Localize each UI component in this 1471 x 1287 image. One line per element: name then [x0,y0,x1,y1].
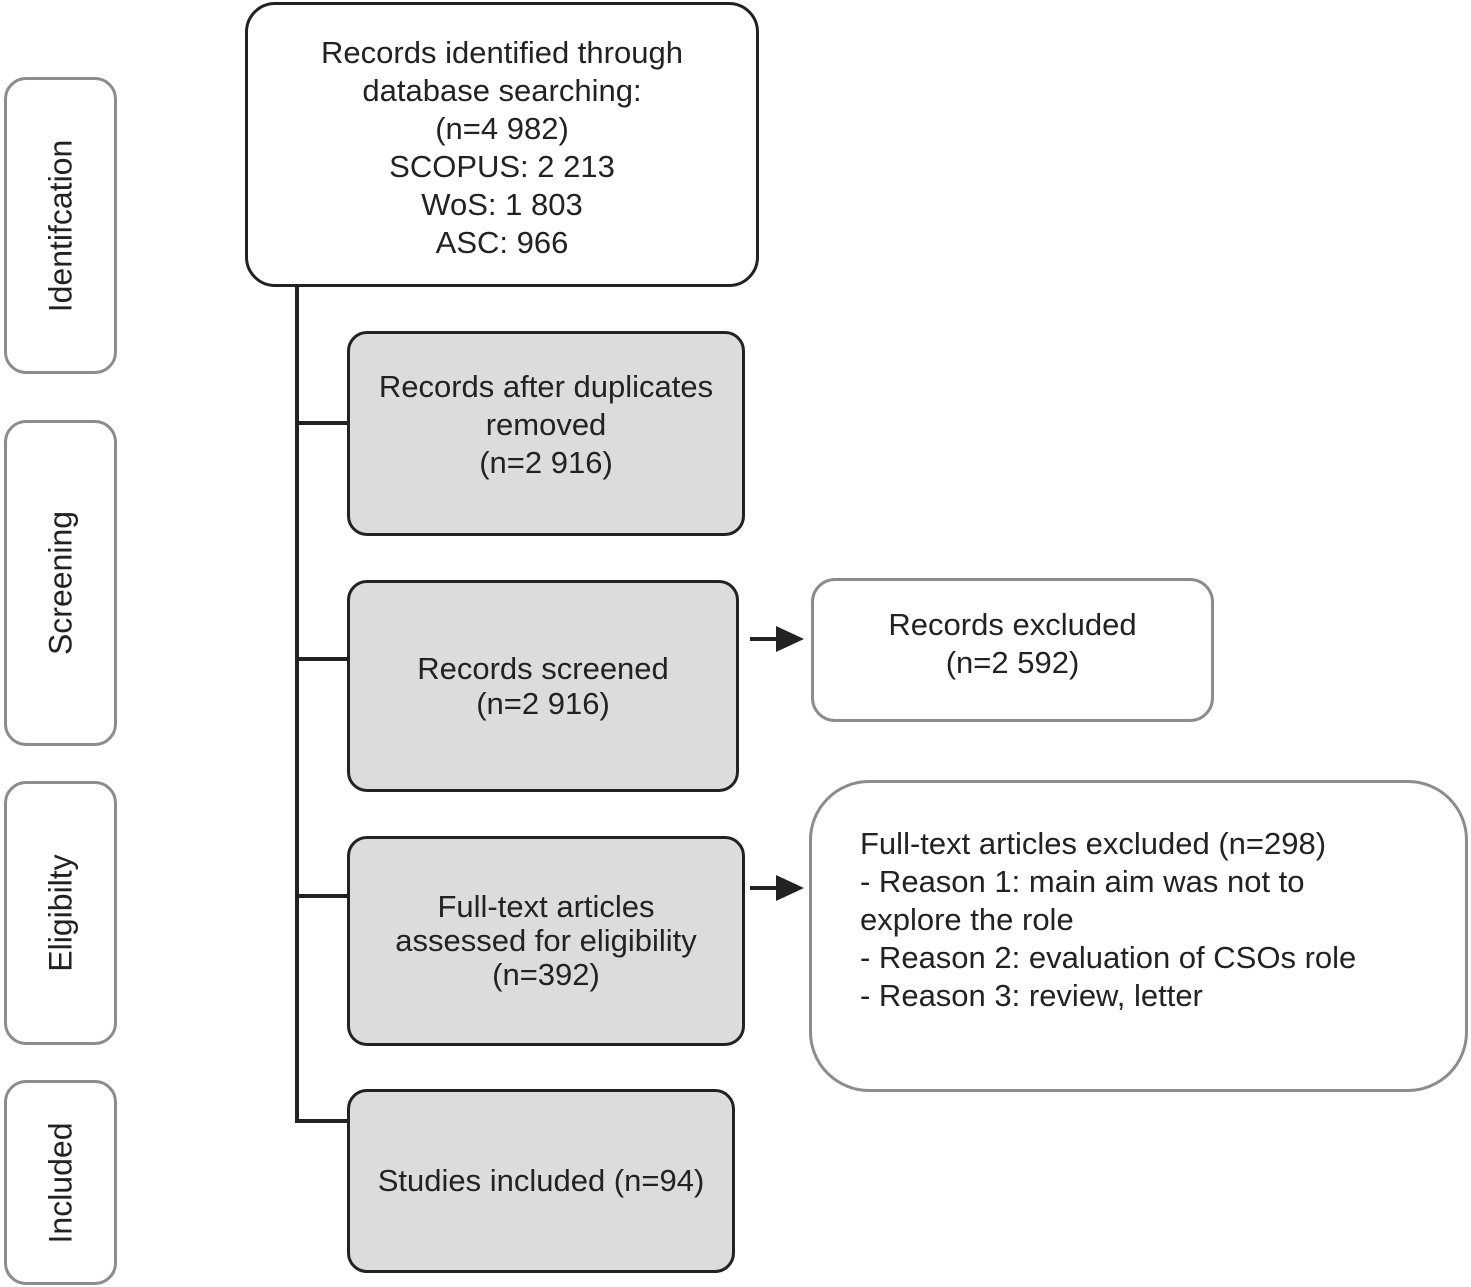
stage-screening: Screening [4,420,117,746]
fulltext-excluded-line-5: - Reason 3: review, letter [860,978,1203,1013]
branch-included-connector [295,1119,348,1123]
screened-line-2: (n=2 916) [476,686,610,721]
box-fulltext-assessed: Full-text articles assessed for eligibil… [347,836,745,1046]
stage-included: Included [4,1080,117,1285]
identified-line-6: ASC: 966 [435,225,569,260]
stage-identification: Identifcation [4,77,117,374]
arrow-screened-to-excluded-shaft [750,637,780,641]
main-vertical-connector [295,285,299,1123]
box-fulltext-excluded: Full-text articles excluded (n=298) - Re… [809,780,1468,1092]
included-line-1: Studies included (n=94) [377,1163,705,1198]
stage-label-screening: Screening [42,510,78,656]
duplicates-line-1: Records after duplicates [378,368,714,404]
excluded-line-1: Records excluded [888,607,1137,642]
stage-eligibility: Eligibilty [4,781,117,1045]
branch-screened-connector [295,657,348,661]
branch-duplicates-connector [295,421,348,425]
box-records-identified: Records identified through database sear… [245,2,759,287]
identified-line-2: database searching: [362,73,642,108]
fulltext-excluded-line-3: explore the role [860,902,1074,937]
duplicates-line-3: (n=2 916) [479,444,613,480]
fulltext-line-1: Full-text articles [437,889,655,924]
arrow-fulltext-to-excluded-shaft [750,886,780,890]
box-duplicates-removed: Records after duplicates removed (n=2 91… [347,331,745,536]
fulltext-line-3: (n=392) [492,957,600,992]
identified-line-1: Records identified through [321,35,683,70]
box-records-screened: Records screened (n=2 916) [347,580,739,792]
branch-fulltext-connector [295,894,348,898]
arrow-screened-to-excluded-head [776,626,804,652]
duplicates-line-2: removed [485,406,607,442]
screened-line-1: Records screened [417,651,669,686]
identified-line-4: SCOPUS: 2 213 [389,149,615,184]
stage-label-identification: Identifcation [42,139,78,312]
fulltext-excluded-line-1: Full-text articles excluded (n=298) [860,826,1327,861]
fulltext-line-2: assessed for eligibility [395,923,697,958]
fulltext-excluded-line-2: - Reason 1: main aim was not to [860,864,1305,899]
box-records-excluded: Records excluded (n=2 592) [811,578,1214,722]
identified-line-5: WoS: 1 803 [421,187,583,222]
identified-line-3: (n=4 982) [435,111,569,146]
excluded-line-2: (n=2 592) [945,645,1080,680]
stage-label-included: Included [42,1122,78,1243]
box-studies-included: Studies included (n=94) [347,1089,735,1273]
fulltext-excluded-line-4: - Reason 2: evaluation of CSOs role [860,940,1357,975]
stage-label-eligibility: Eligibilty [42,854,78,972]
arrow-fulltext-to-excluded-head [776,875,804,901]
